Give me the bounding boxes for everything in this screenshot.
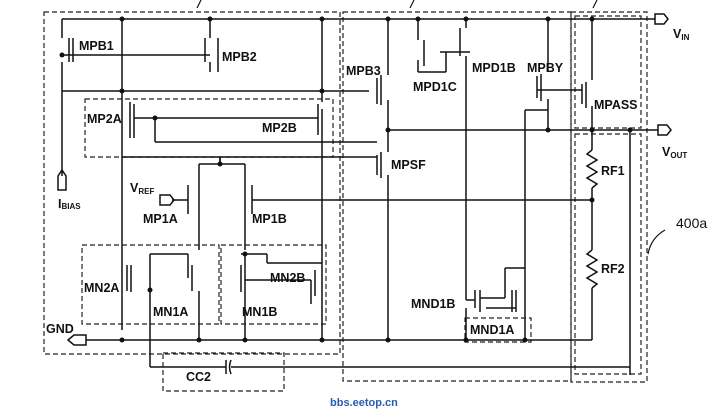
label-mn1b: MN1B [242, 305, 277, 319]
bias-section [57, 19, 369, 191]
block-ref-label: 400a [676, 215, 707, 231]
block-mn1b-mn2b-box [220, 244, 327, 325]
block-mp2-box [84, 98, 334, 158]
label-mpsf: MPSF [391, 158, 426, 172]
label-rf1: RF1 [601, 164, 625, 178]
nmos-load [465, 109, 548, 340]
block-cc2-box [162, 352, 285, 392]
cc2-plate-right [228, 359, 232, 375]
nmos-mirrors [126, 253, 322, 340]
supply-rails [62, 13, 669, 346]
label-cc2: CC2 [186, 370, 211, 384]
vref-terminal [159, 194, 175, 206]
vout-terminal [657, 124, 672, 136]
label-mn2b: MN2B [270, 271, 305, 285]
rf2-resistor [585, 249, 599, 289]
block-mnd1a-box [464, 317, 532, 343]
vref-label: VREF [130, 181, 154, 196]
label-mpd1c: MPD1C [413, 80, 457, 94]
label-mpb3: MPB3 [346, 64, 381, 78]
block-feedback-box [574, 133, 642, 375]
driver-stage [122, 19, 592, 340]
mp2-pair [121, 93, 323, 340]
label-mpb1: MPB1 [79, 39, 114, 53]
label-mn1a: MN1A [153, 305, 188, 319]
label-mpb2: MPB2 [222, 50, 257, 64]
vin-terminal [654, 13, 669, 25]
rf1-resistor [585, 149, 599, 189]
label-mnd1a: MND1A [470, 323, 514, 337]
diff-pair [159, 157, 575, 250]
vin-label: VIN [673, 27, 690, 42]
label-mpby: MPBY [527, 61, 564, 75]
label-mn2a: MN2A [84, 281, 119, 295]
label-rf2: RF2 [601, 262, 625, 276]
label-mp1b: MP1B [252, 212, 287, 226]
gnd-label: GND [46, 322, 74, 336]
block-error-amp-box [43, 11, 341, 355]
label-mpd1b: MPD1B [472, 61, 516, 75]
junctions [59, 16, 633, 343]
block-ref-leader [647, 229, 666, 255]
output-stage [575, 19, 672, 375]
ibias-terminal [57, 168, 67, 191]
label-mpass: MPASS [594, 98, 638, 112]
block-pass-device-box [574, 15, 642, 129]
compensation [149, 290, 630, 375]
pointer-tick [409, 0, 415, 9]
label-mp1a: MP1A [143, 212, 178, 226]
ibias-label: IBIAS [58, 197, 81, 211]
label-mp2b: MP2B [262, 121, 297, 135]
dashed-block-boundaries [43, 11, 648, 392]
vout-label: VOUT [662, 145, 687, 160]
label-mnd1b: MND1B [411, 297, 455, 311]
reference-pointers [196, 0, 666, 255]
pointer-tick [196, 0, 202, 9]
label-mp2a: MP2A [87, 112, 122, 126]
block-output-box [570, 11, 648, 383]
pointer-tick [592, 0, 598, 9]
watermark-text: bbs.eetop.cn [330, 397, 398, 409]
gnd-terminal [66, 334, 87, 346]
